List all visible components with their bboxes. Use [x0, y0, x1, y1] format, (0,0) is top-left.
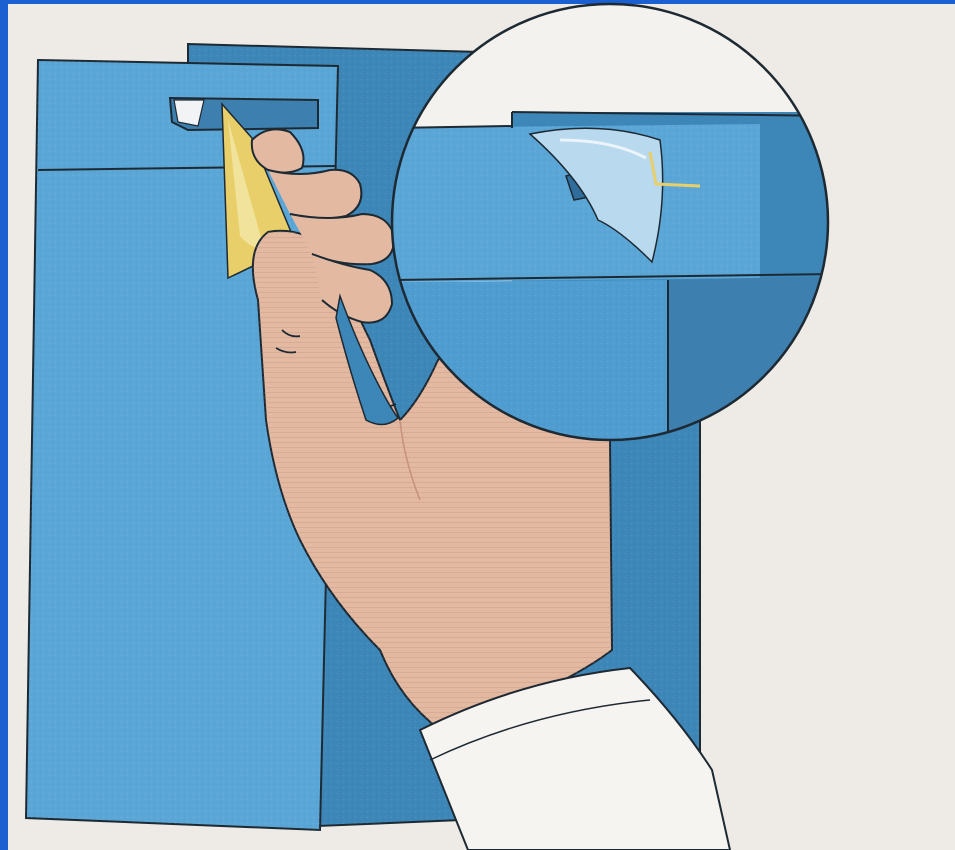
illustration-stage [0, 0, 955, 850]
drape-application-illustration [0, 0, 955, 850]
